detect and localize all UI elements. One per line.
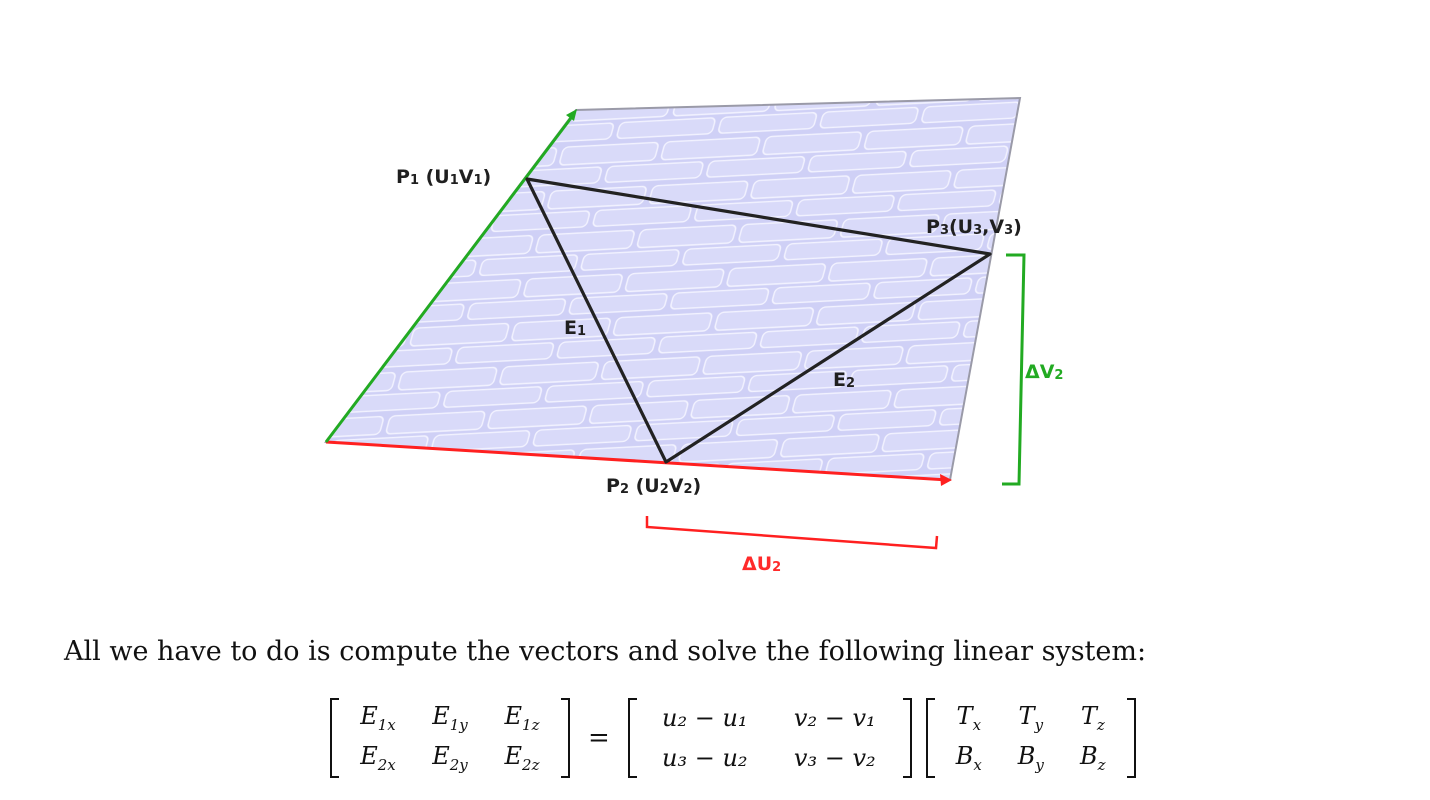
label-e2: E2 bbox=[833, 369, 855, 391]
matrix-cell: Bz bbox=[1080, 742, 1106, 774]
v-axis-edge bbox=[324, 113, 576, 443]
matrix-row: Tx Ty Tz bbox=[938, 698, 1124, 738]
tangent-bitangent-matrix: Tx Ty Tz Bx By Bz bbox=[925, 698, 1136, 778]
matrix-row: u₃ − u₂ v₃ − v₂ bbox=[640, 738, 900, 778]
u-axis-edge bbox=[325, 440, 949, 482]
matrix-cell: v₂ − v₁ bbox=[793, 704, 876, 732]
caption-text: All we have to do is compute the vectors… bbox=[64, 636, 1147, 667]
uv-delta-matrix: u₂ − u₁ v₂ − v₁ u₃ − u₂ v₃ − v₂ bbox=[627, 698, 912, 778]
matrix-cell: Tx bbox=[956, 702, 982, 734]
equals-sign: = bbox=[588, 723, 610, 753]
matrix-cell: By bbox=[1017, 742, 1044, 774]
label-e1: E1 bbox=[564, 317, 586, 339]
matrix-cell: Tz bbox=[1080, 702, 1105, 734]
label-delta-u: ΔU2 bbox=[742, 553, 781, 575]
matrix-cell: u₂ − u₁ bbox=[662, 704, 748, 732]
linear-system-equation: E1x E1y E1z E2x E2y E2z = u₂ − u₁ v₂ − v… bbox=[330, 696, 1136, 780]
matrix-cell: E2y bbox=[432, 742, 468, 774]
delta-v-bracket bbox=[1002, 253, 1026, 486]
delta-u-bracket bbox=[645, 516, 939, 550]
edge-matrix: E1x E1y E1z E2x E2y E2z bbox=[330, 698, 570, 778]
matrix-cell: E2z bbox=[504, 742, 540, 774]
label-p2: P2 (U2V2) bbox=[606, 475, 701, 497]
matrix-row: E1x E1y E1z bbox=[342, 698, 558, 738]
matrix-cell: u₃ − u₂ bbox=[662, 744, 748, 772]
label-delta-v: ΔV2 bbox=[1025, 361, 1063, 383]
matrix-cell: E1z bbox=[504, 702, 540, 734]
label-p1: P1 (U1V1) bbox=[396, 166, 491, 188]
uv-plane bbox=[324, 96, 1022, 482]
v-axis-arrowhead bbox=[566, 109, 577, 121]
u-axis-arrowhead bbox=[940, 474, 952, 486]
matrix-row: u₂ − u₁ v₂ − v₁ bbox=[640, 698, 900, 738]
matrix-row: E2x E2y E2z bbox=[342, 738, 558, 778]
matrix-cell: Bx bbox=[955, 742, 982, 774]
triangle bbox=[525, 177, 992, 464]
matrix-cell: E1y bbox=[432, 702, 468, 734]
label-p3: P3(U3,V3) bbox=[926, 216, 1022, 238]
matrix-cell: E2x bbox=[360, 742, 396, 774]
matrix-cell: v₃ − v₂ bbox=[793, 744, 876, 772]
matrix-row: Bx By Bz bbox=[938, 738, 1124, 778]
matrix-cell: E1x bbox=[360, 702, 396, 734]
tangent-space-diagram: P1 (U1V1) P2 (U2V2) P3(U3,V3) E1 E2 ΔU2 … bbox=[324, 96, 1063, 575]
matrix-cell: Ty bbox=[1018, 702, 1044, 734]
